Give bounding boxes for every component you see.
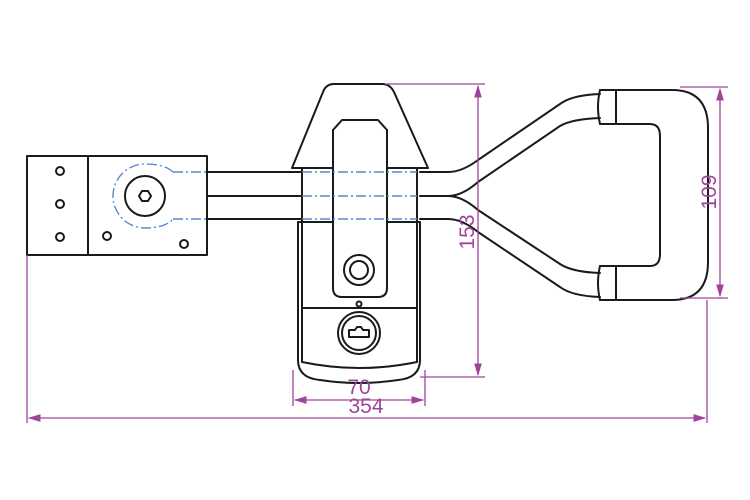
dimension-70: 70 xyxy=(292,370,426,406)
dimension-109: 109 xyxy=(680,86,728,299)
rods xyxy=(206,171,303,220)
latch-body xyxy=(291,83,429,384)
dimension-354: 354 xyxy=(26,255,708,423)
dimension-label-109: 109 xyxy=(698,174,721,209)
lock-icon xyxy=(337,311,381,355)
dimension-label-70: 70 xyxy=(347,376,370,399)
dimension-label-153: 153 xyxy=(456,214,479,249)
handle-grip xyxy=(597,89,709,301)
handle-arms xyxy=(419,93,601,298)
dimension-label-354: 354 xyxy=(348,395,383,418)
hex-bolt-icon xyxy=(138,190,152,202)
knob-icon xyxy=(343,254,375,286)
dimension-153: 153 xyxy=(385,83,485,378)
mounting-bracket xyxy=(26,155,208,256)
